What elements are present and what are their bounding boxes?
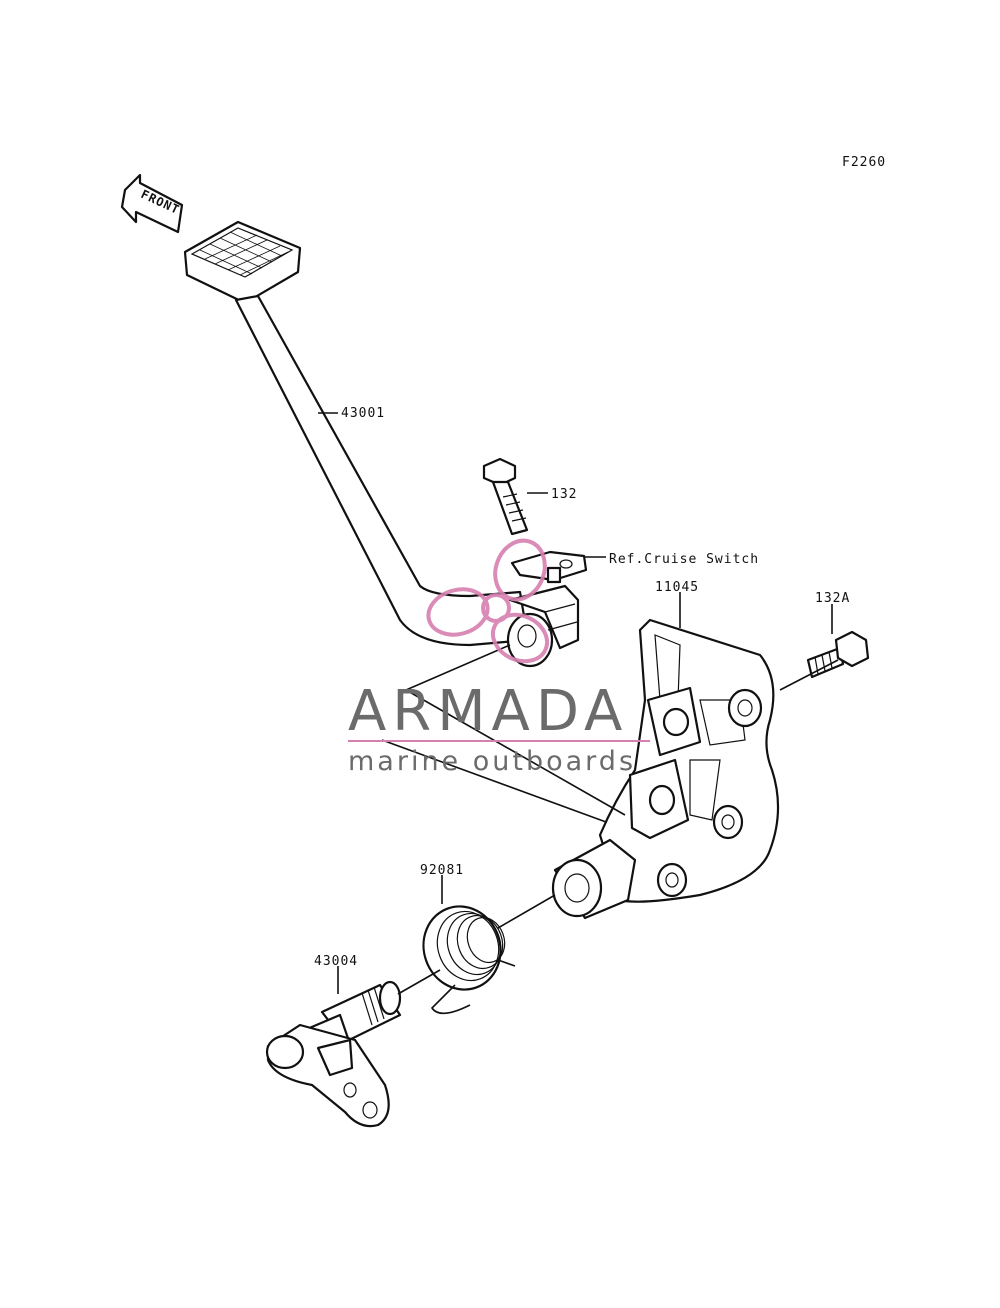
bolt-132 <box>482 457 529 536</box>
watermark: ARMADA marine outboards <box>348 538 650 777</box>
cruise-switch-bracket <box>510 550 588 584</box>
label-43004: 43004 <box>314 954 358 969</box>
label-11045: 11045 <box>655 580 699 595</box>
pedal-grip-pattern <box>199 231 289 276</box>
return-spring-92081 <box>422 905 516 1015</box>
assembly-lines <box>381 644 839 995</box>
label-ref-cruise-switch: Ref.Cruise Switch <box>609 552 759 567</box>
pedal-bracket-11045 <box>551 618 780 920</box>
leader-lines <box>318 412 833 994</box>
label-132a: 132A <box>815 591 850 606</box>
bolt-132a <box>806 630 870 679</box>
label-92081: 92081 <box>420 863 464 878</box>
label-43001: 43001 <box>341 406 385 421</box>
brake-pedal <box>183 220 580 668</box>
propeller-logo-icon <box>426 538 550 664</box>
watermark-tagline: marine outboards <box>348 746 636 777</box>
label-132: 132 <box>551 487 577 502</box>
diagram-code: F2260 <box>842 155 886 170</box>
front-arrow-icon: FRONT <box>120 173 184 234</box>
pedal-shaft-43004 <box>265 980 402 1128</box>
watermark-brand: ARMADA <box>348 679 628 744</box>
